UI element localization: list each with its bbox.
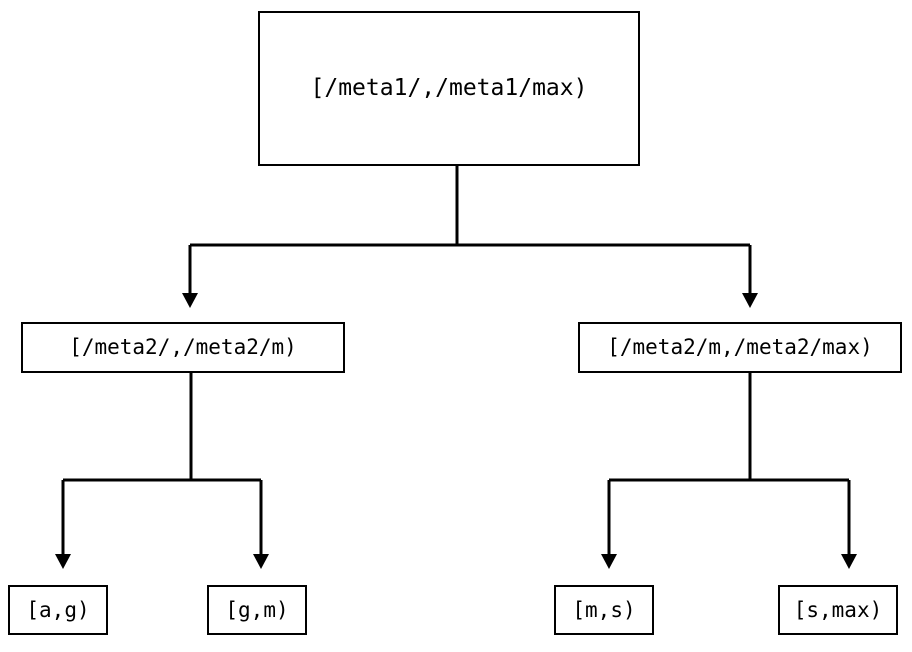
tree-node-leaf-ms-label: [m,s) (572, 597, 636, 622)
arrowhead-to-leaf-ms (601, 554, 617, 569)
tree-node-leaf-ms[interactable]: [m,s) (554, 585, 654, 635)
tree-node-leaf-gm-label: [g,m) (225, 597, 289, 622)
tree-node-mid-left[interactable]: [/meta2/,/meta2/m) (21, 322, 345, 373)
tree-node-leaf-ag-label: [a,g) (26, 597, 90, 622)
tree-node-mid-right-label: [/meta2/m,/meta2/max) (607, 335, 873, 359)
arrowhead-to-leaf-ag (55, 554, 71, 569)
tree-node-leaf-ag[interactable]: [a,g) (8, 585, 108, 635)
arrowhead-to-leaf-smax (841, 554, 857, 569)
arrowhead-to-mid-right (742, 293, 758, 308)
arrowhead-to-leaf-gm (253, 554, 269, 569)
tree-node-leaf-smax-label: [s,max) (793, 597, 883, 622)
arrowhead-to-mid-left (182, 293, 198, 308)
tree-node-leaf-gm[interactable]: [g,m) (207, 585, 307, 635)
tree-node-root[interactable]: [/meta1/,/meta1/max) (258, 11, 640, 166)
tree-node-leaf-smax[interactable]: [s,max) (778, 585, 898, 635)
tree-node-mid-right[interactable]: [/meta2/m,/meta2/max) (578, 322, 902, 373)
tree-node-root-label: [/meta1/,/meta1/max) (310, 75, 588, 101)
tree-node-mid-left-label: [/meta2/,/meta2/m) (69, 335, 297, 359)
